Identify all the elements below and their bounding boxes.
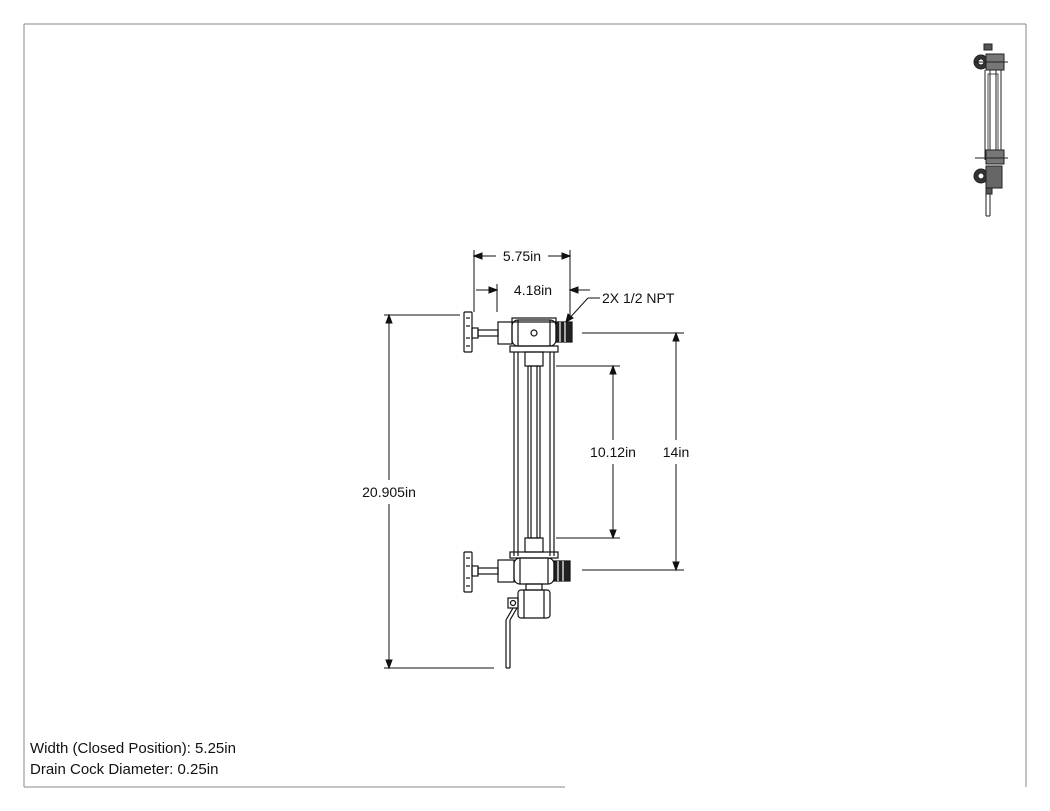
top-valve-body xyxy=(509,317,559,353)
note-closed-width: Width (Closed Position): 5.25in xyxy=(30,740,236,757)
dim-visible-length: 10.12in xyxy=(590,444,636,460)
top-npt-fitting xyxy=(555,321,573,343)
top-valve-handwheel xyxy=(463,311,513,353)
glass-tube-assembly xyxy=(513,352,555,556)
bottom-valve-handwheel xyxy=(463,551,515,593)
note-drain-cock-diameter: Drain Cock Diameter: 0.25in xyxy=(30,761,219,778)
isometric-thumbnail xyxy=(973,43,1008,217)
bottom-valve-body xyxy=(509,551,559,591)
top-gland-nut xyxy=(524,351,544,367)
drain-cock xyxy=(505,589,551,669)
dimension-lines xyxy=(384,250,684,670)
sheet-border xyxy=(23,23,1027,788)
sight-gauge-drawing xyxy=(463,311,573,669)
dim-overall-height: 20.905in xyxy=(362,484,416,500)
bottom-npt-fitting xyxy=(553,560,571,582)
dim-overall-width: 5.75in xyxy=(503,248,541,264)
bottom-gland-nut xyxy=(524,537,544,553)
dim-npt-callout: 2X 1/2 NPT xyxy=(602,290,675,306)
dim-center-to-center: 14in xyxy=(663,444,689,460)
dim-inner-width: 4.18in xyxy=(514,282,552,298)
